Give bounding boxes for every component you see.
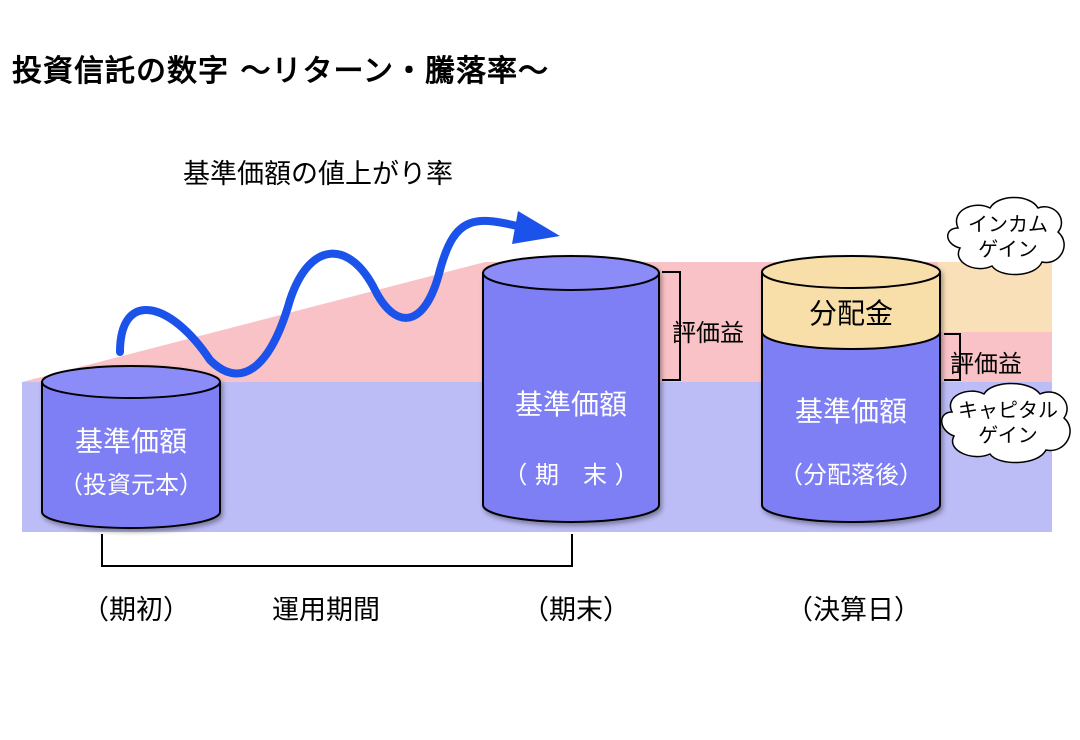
- valuation-gain-bracket-2: [944, 333, 961, 381]
- cylinder-period-end-subtitle: （ 期 末 ）: [503, 461, 639, 489]
- cylinder-initial: [41, 365, 221, 529]
- cylinder-period-end-title: 基準価額: [514, 388, 627, 421]
- period-start-label: （期初）: [82, 595, 190, 626]
- cylinder-period-end: [482, 255, 660, 523]
- valuation-gain-bracket-1: [662, 271, 681, 381]
- settlement-date-label: （決算日）: [786, 595, 921, 626]
- income-gain-band: [938, 262, 1052, 332]
- valuation-gain-label-1: 評価益: [672, 319, 744, 347]
- period-end-label: （期末）: [522, 595, 630, 626]
- distribution-label: 分配金: [808, 297, 893, 330]
- capital-gain-label: キャピタル ゲイン: [958, 398, 1058, 447]
- growth-arrow-path: [116, 216, 529, 378]
- growth-rate-label: 基準価額の値上がり率: [183, 159, 453, 190]
- cylinder-after-distribution: [761, 255, 941, 523]
- page-title: 投資信託の数字 〜リターン・騰落率〜: [12, 54, 549, 89]
- income-gain-label: インカム ゲイン: [968, 212, 1048, 261]
- cylinder-initial-subtitle: （投資元本）: [59, 471, 203, 499]
- valuation-gain-label-2: 評価益: [950, 350, 1022, 378]
- cylinder-after-distribution-title: 基準価額: [794, 395, 907, 428]
- cylinder-initial-title: 基準価額: [74, 425, 187, 458]
- operation-period-bracket: [101, 534, 573, 567]
- growth-arrow-head: [512, 211, 560, 244]
- income-gain-cloud: [947, 196, 1065, 276]
- operation-period-label: 運用期間: [272, 595, 380, 626]
- capital-gain-cloud: [941, 382, 1071, 464]
- cylinder-after-distribution-subtitle: （分配落後）: [779, 461, 923, 489]
